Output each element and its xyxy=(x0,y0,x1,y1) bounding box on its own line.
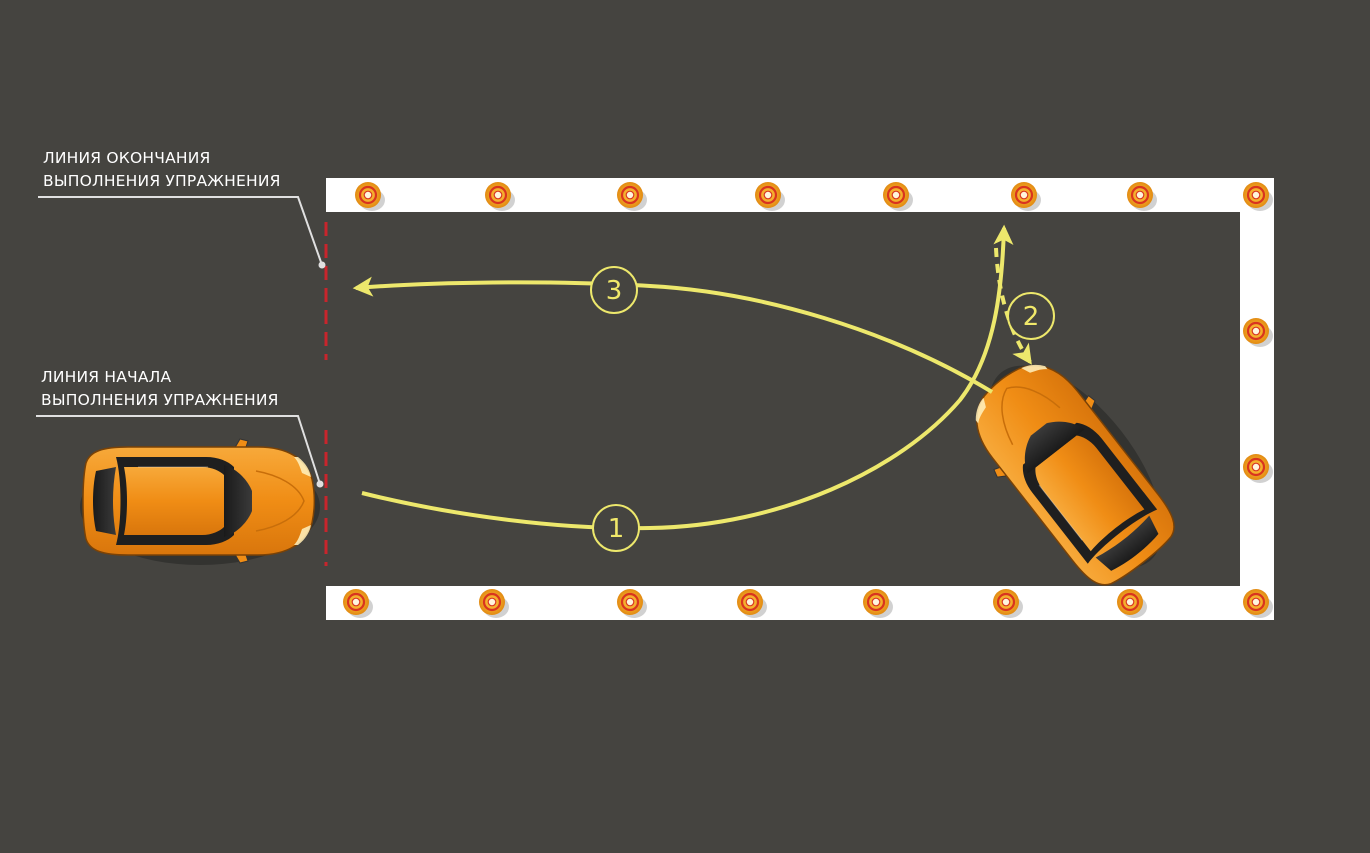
start-label-leader xyxy=(36,415,321,485)
finish-line-label-line1: ЛИНИЯ ОКОНЧАНИЯ xyxy=(43,149,211,167)
path-step-3 xyxy=(352,276,994,394)
finish-label-leader xyxy=(38,196,323,266)
start-line-label-line1: ЛИНИЯ НАЧАЛА xyxy=(41,368,172,386)
right-boundary-strip xyxy=(1240,178,1274,620)
step-3-number: 3 xyxy=(606,276,623,306)
top-boundary-strip xyxy=(326,178,1274,212)
car-top-view-icon xyxy=(79,438,321,566)
start-line-label-line2: ВЫПОЛНЕНИЯ УПРАЖНЕНИЯ xyxy=(41,391,279,409)
start-label-leader-dot xyxy=(316,480,324,488)
finish-line-label-line2: ВЫПОЛНЕНИЯ УПРАЖНЕНИЯ xyxy=(43,172,281,190)
step-3-badge: 3 xyxy=(590,266,638,314)
step-1-badge: 1 xyxy=(592,504,640,552)
car-top-view-icon xyxy=(947,335,1196,604)
start-line-label: ЛИНИЯ НАЧАЛА ВЫПОЛНЕНИЯ УПРАЖНЕНИЯ xyxy=(41,366,279,412)
step-1-number: 1 xyxy=(608,514,625,544)
finish-line-label: ЛИНИЯ ОКОНЧАНИЯ ВЫПОЛНЕНИЯ УПРАЖНЕНИЯ xyxy=(43,147,281,193)
car-start-position xyxy=(79,438,321,566)
finish-label-leader-dot xyxy=(318,261,326,269)
car-turn-position xyxy=(947,335,1196,604)
step-2-number: 2 xyxy=(1023,302,1040,332)
step-2-badge: 2 xyxy=(1007,292,1055,340)
path-step-1 xyxy=(361,224,1014,531)
